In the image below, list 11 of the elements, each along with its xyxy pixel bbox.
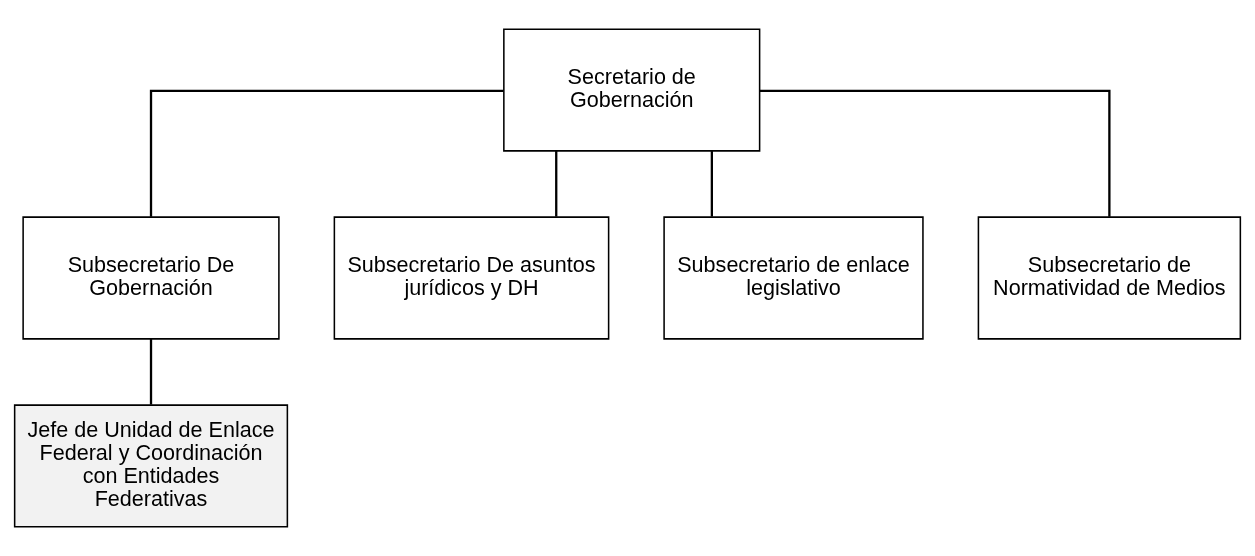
node-box: Jefe de Unidad de Enlace Federal y Coordinación con Entidades Federativas [13, 404, 289, 528]
node-box: Subsecretario De Gobernación [22, 216, 280, 340]
connector [555, 151, 558, 217]
node-box: Secretario de Gobernación [503, 28, 761, 152]
connector [149, 339, 153, 405]
node-box: Subsecretario de enlace legislativo [663, 216, 924, 340]
connector [759, 89, 1111, 217]
node-box: Subsecretario de Normatividad de Medios [977, 216, 1242, 340]
connector [710, 151, 713, 217]
connector [149, 89, 504, 217]
node-box: Subsecretario De asuntos jurídicos y DH [333, 216, 610, 340]
